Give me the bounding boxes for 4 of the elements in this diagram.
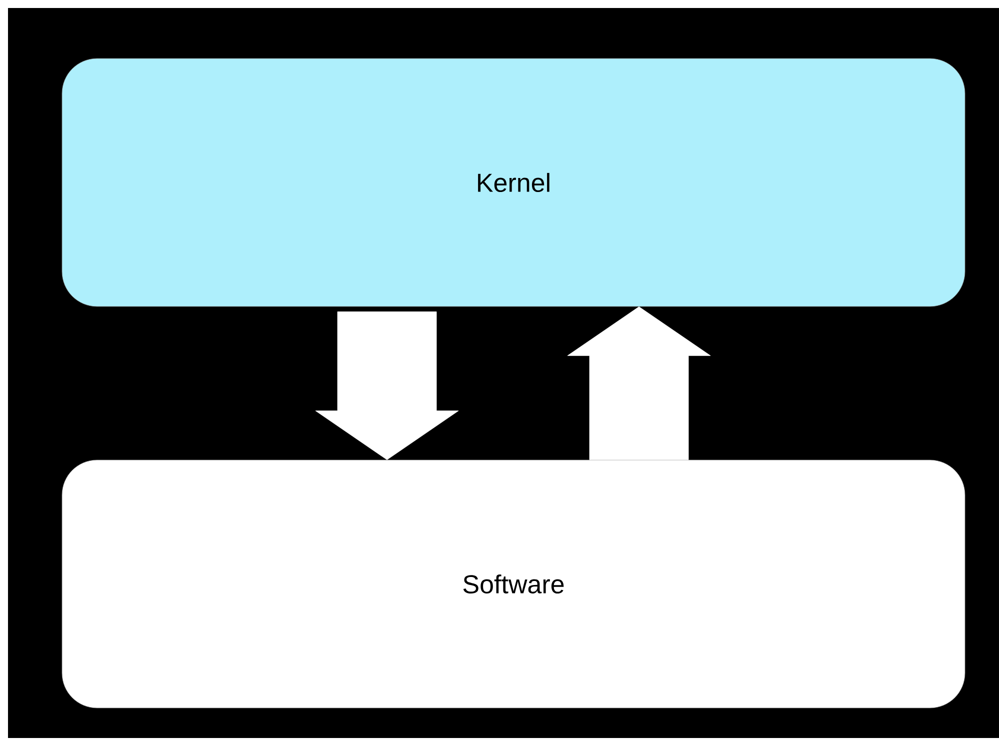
block-arrow: [315, 311, 459, 460]
block-arrow: [567, 306, 711, 460]
process-box: Software: [62, 460, 966, 708]
process-box: Kernel: [62, 58, 966, 307]
